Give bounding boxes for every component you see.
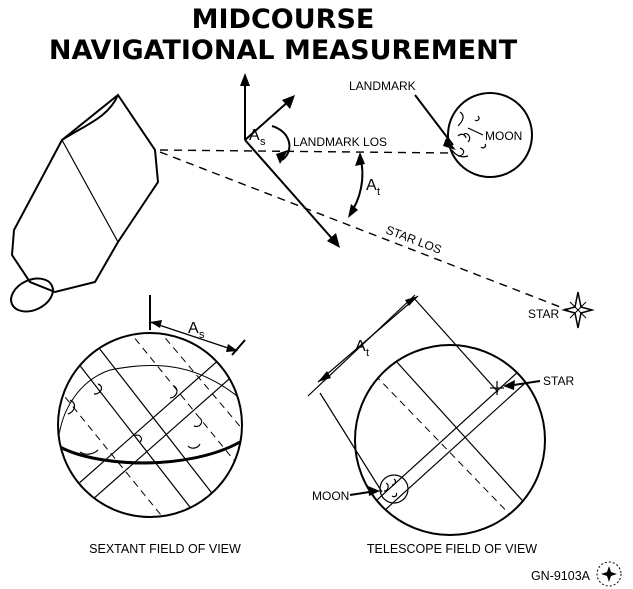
star-seal-icon [596, 561, 622, 587]
figure-id: GN-9103A [531, 569, 591, 583]
at-label-telescope-sub: t [366, 347, 369, 359]
star-right-label: STAR [528, 307, 559, 321]
as-angle-arc [271, 125, 291, 164]
as-label-sextant-sub: s [199, 329, 205, 341]
landmark-los-label: LANDMARK LOS [293, 135, 387, 149]
as-label-sextant: A [188, 320, 199, 337]
title-line-2: NAVIGATIONAL MEASUREMENT [49, 35, 518, 66]
sextant-caption: SEXTANT FIELD OF VIEW [89, 542, 241, 556]
telescope-field-of-view [307, 294, 546, 536]
as-label-top: A [249, 127, 260, 144]
as-label-top-sub: s [260, 136, 266, 148]
star-icon [561, 291, 595, 329]
telescope-star-label: STAR [543, 374, 574, 388]
at-angle-arc [348, 152, 365, 218]
title-line-1: MIDCOURSE [192, 4, 375, 35]
at-label-top: A [366, 177, 377, 194]
telescope-moon-label: MOON [312, 489, 349, 503]
landmark-pointer [414, 94, 454, 146]
moon-top-label: MOON [485, 129, 522, 143]
reference-axes [240, 73, 340, 248]
star-los-line [159, 151, 569, 311]
landmark-label: LANDMARK [349, 79, 416, 93]
at-label-top-sub: t [377, 186, 380, 198]
telescope-caption: TELESCOPE FIELD OF VIEW [367, 542, 537, 556]
landmark-los-line [159, 149, 451, 154]
star-los-label: STAR LOS [384, 223, 444, 257]
at-label-telescope: A [355, 338, 366, 355]
moon-top [447, 92, 533, 178]
spacecraft [10, 93, 160, 313]
sextant-field-of-view [57, 295, 246, 518]
